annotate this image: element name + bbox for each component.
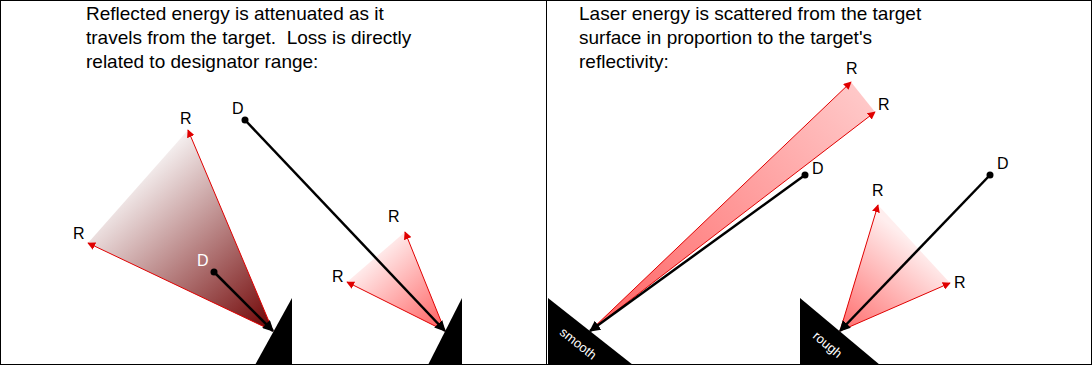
point-label: R — [73, 225, 85, 243]
point-label: D — [812, 160, 824, 178]
target-surface: rough — [800, 298, 880, 365]
point-label: R — [332, 268, 344, 286]
designator-beam — [245, 120, 445, 331]
reflection-arrow — [347, 282, 445, 331]
designator-dot — [987, 172, 994, 179]
target-surface: smooth — [548, 298, 633, 365]
point-label: D — [232, 100, 244, 118]
point-label: D — [197, 252, 209, 270]
point-label: R — [878, 96, 890, 114]
designator-beam — [590, 175, 805, 331]
point-label: R — [872, 182, 884, 200]
target-block — [255, 298, 292, 365]
panel-heading: Laser energy is scattered from the targe… — [579, 2, 931, 74]
reflection-arrow — [188, 130, 273, 331]
panel-heading: Reflected energy is attenuated as it tra… — [86, 2, 438, 74]
target-triangle — [548, 298, 633, 365]
scatter-arrow — [590, 82, 851, 331]
target-block — [428, 298, 462, 365]
scatter-arrow — [840, 283, 950, 331]
designator-dot — [802, 172, 809, 179]
designator-dot — [242, 117, 249, 124]
scatter-arrow — [590, 112, 875, 331]
point-label: R — [954, 274, 966, 292]
reflection-arrow — [88, 243, 273, 331]
point-label: R — [846, 60, 858, 78]
designator-dot — [211, 269, 218, 276]
scatter-cone — [590, 82, 875, 331]
point-label: R — [180, 110, 192, 128]
target-triangle — [800, 298, 880, 365]
designator-beam — [840, 175, 990, 331]
explanation-panel: Laser energy is scattered from the targe… — [546, 0, 1092, 365]
explanation-panel: Reflected energy is attenuated as it tra… — [0, 0, 547, 365]
point-label: R — [388, 208, 400, 226]
reflected-cone — [88, 130, 273, 331]
reflection-arrow — [405, 232, 445, 331]
designator-beam — [214, 272, 273, 331]
point-label: D — [997, 155, 1009, 173]
